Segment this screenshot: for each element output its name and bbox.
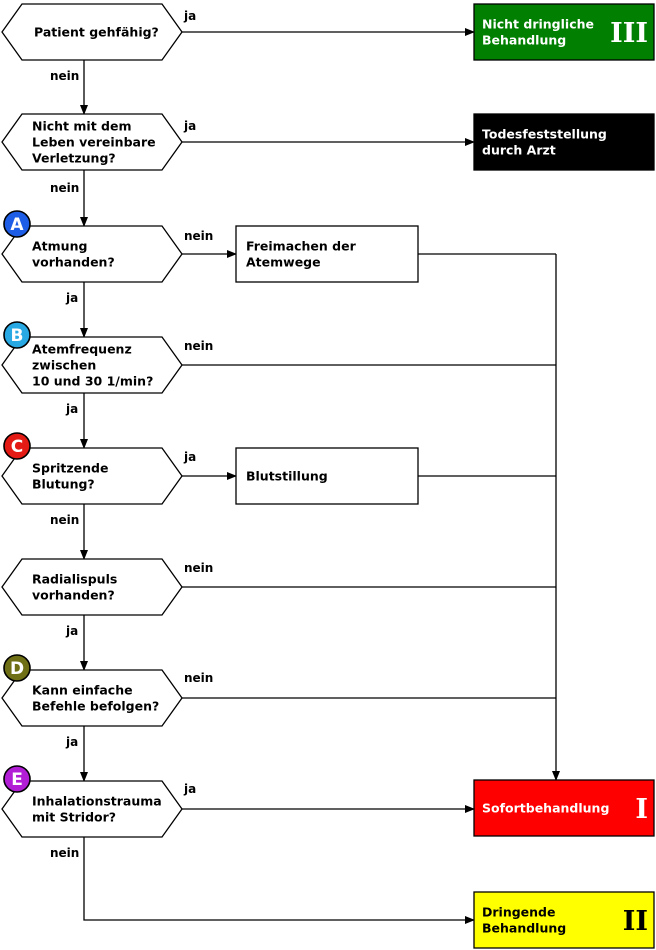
action-box [235,225,419,283]
decision-shape [1,113,183,171]
edge-label-d3-yes: ja [65,291,78,305]
decision-text-line: Kann einfache [32,683,133,698]
decision-text-line: zwischen [32,358,96,373]
edge-label-d3-no: nein [184,229,213,243]
decision-text-line: Atmung [32,239,87,254]
outcome-text-line: durch Arzt [482,143,556,158]
outcome-box [473,779,655,837]
edge-label-d2-no: nein [50,181,79,195]
edge-label-d6-no: nein [184,561,213,575]
decision-text-line: Blutung? [32,477,95,492]
badge-letter: A [10,215,24,235]
priority-numeral: II [623,906,648,937]
decision-text-line: Nicht mit dem [32,119,131,134]
outcome-text-line: Behandlung [482,33,566,48]
edge-label-d5-yes: ja [183,450,196,464]
action-box [235,447,419,505]
edge-label-d8-yes: ja [183,782,196,796]
edge-label-d6-yes: ja [65,624,78,638]
decision-text-line: vorhanden? [32,588,115,603]
badge-letter: B [11,326,24,346]
decision-shape [1,3,183,61]
badge-letter: E [11,770,23,790]
badge-circle [3,765,31,793]
badge-circle [3,321,31,349]
badge-letter: C [11,437,23,457]
action-text-line: Blutstillung [246,469,328,484]
decision-text-line: 10 und 30 1/min? [32,374,153,389]
action-text-line: Freimachen der [246,239,357,254]
decision-shape [1,558,183,616]
priority-numeral: I [635,794,648,825]
decision-text-line: Leben vereinbare [32,135,156,150]
decision-text-line: Befehle befolgen? [32,699,159,714]
outcome-text-line: Behandlung [482,921,566,936]
outcome-box [473,3,655,61]
decision-text-line: Verletzung? [32,151,116,166]
badge-a: A [3,210,31,238]
edge-label-d7-no: nein [184,671,213,685]
decision-text-line: vorhanden? [32,255,115,270]
edge-label-d7-yes: ja [65,735,78,749]
badge-circle [3,432,31,460]
outcome-box [473,891,655,949]
decision-1: Patient gehfähig? [1,3,183,61]
badge-e: E [3,765,31,793]
edge-label-d4-no: nein [184,339,213,353]
badge-b: B [3,321,31,349]
action-text-line: Atemwege [246,255,321,270]
priority-numeral: III [610,18,648,49]
badge-letter: D [10,659,24,679]
decision-text-line: Spritzende [32,461,108,476]
outcome-text-line: Sofortbehandlung [482,801,609,816]
decision-text-line: Inhalationstrauma [32,794,162,809]
edge-d8-to-dringende [83,837,475,924]
edge-label-d8-no: nein [50,846,79,860]
outcome-text-line: Todesfeststellung [482,127,607,142]
decision-text-line: Radialispuls [32,572,117,587]
decision-text-line: Atemfrequenz [32,342,132,357]
decision-text-line: Patient gehfähig? [34,25,159,40]
edge-label-d4-yes: ja [65,402,78,416]
outcome-box [473,113,655,171]
badge-d: D [3,654,31,682]
edge-label-d5-no: nein [50,513,79,527]
edge-label-d2-yes: ja [183,119,196,133]
action-2: Blutstillung [235,447,419,505]
decision-text-line: mit Stridor? [32,810,116,825]
edge-label-d1-yes: ja [183,9,196,23]
outcome-3: Sofortbehandlung I [473,779,655,837]
edge-label-d1-no: nein [50,69,79,83]
outcome-text-line: Dringende [482,905,555,920]
badge-circle [3,210,31,238]
outcome-text-line: Nicht dringliche [482,17,594,32]
badge-circle [3,654,31,682]
badge-c: C [3,432,31,460]
